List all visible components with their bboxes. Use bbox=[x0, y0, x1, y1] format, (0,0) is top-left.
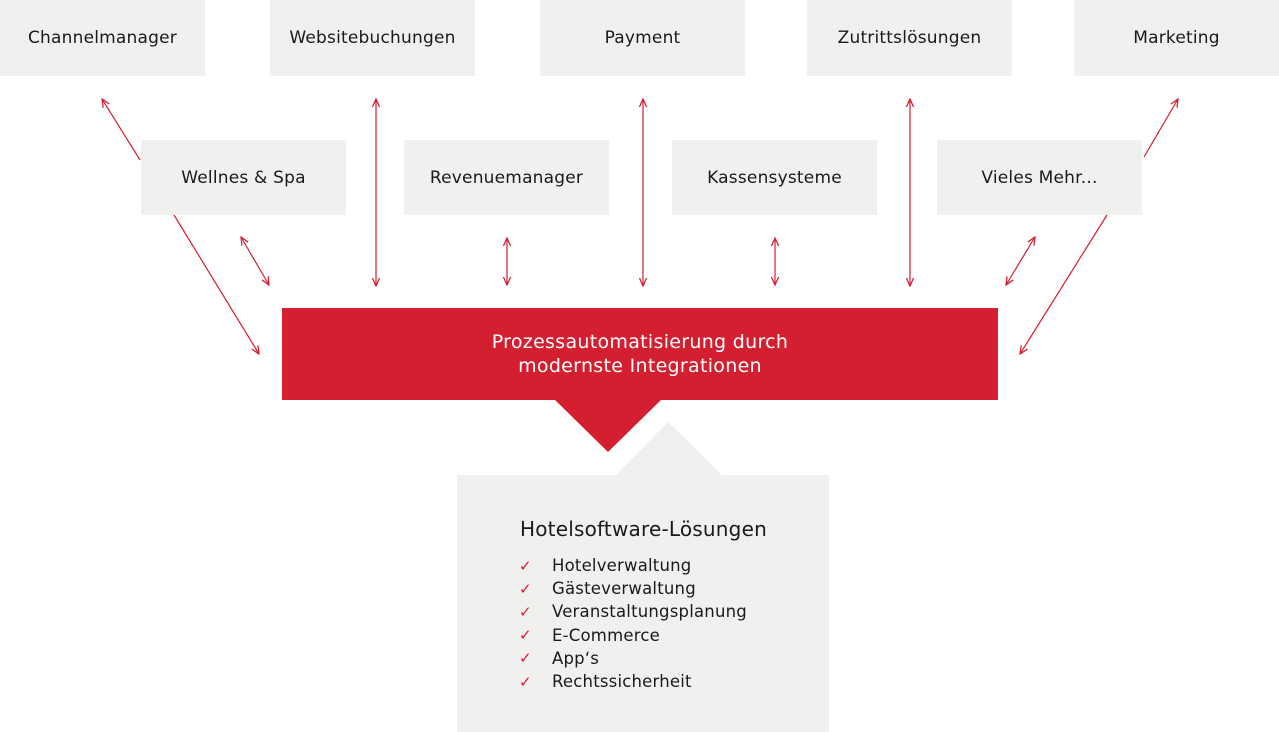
check-icon: ✓ bbox=[519, 626, 532, 645]
integration-box-revenuemanager: Revenuemanager bbox=[404, 140, 609, 215]
integration-label: Revenuemanager bbox=[429, 167, 584, 188]
integration-box-vieles-mehr: Vieles Mehr... bbox=[937, 140, 1142, 215]
arrow-marketing-upper bbox=[1143, 99, 1178, 158]
integration-box-websitebuchungen: Websitebuchungen bbox=[270, 0, 475, 76]
arrow-vieles-mehr bbox=[1006, 237, 1035, 285]
integration-box-payment: Payment bbox=[540, 0, 745, 76]
list-item: ✓ E-Commerce bbox=[519, 624, 747, 647]
result-list: ✓ Hotelverwaltung ✓ Gästeverwaltung ✓ Veran… bbox=[519, 554, 747, 693]
integration-label: Websitebuchungen bbox=[289, 28, 456, 48]
arrow-channelmanager-lower bbox=[173, 214, 259, 354]
integration-label: Vieles Mehr... bbox=[981, 167, 1098, 188]
check-icon: ✓ bbox=[519, 579, 532, 598]
result-box: Hotelsoftware-Lösungen ✓ Hotelverwaltung … bbox=[457, 475, 829, 732]
integration-label: Marketing bbox=[1133, 28, 1220, 48]
integration-label: Zutrittslösungen bbox=[837, 28, 982, 48]
list-item: ✓ App‘s bbox=[519, 647, 747, 670]
list-item: ✓ Rechtssicherheit bbox=[519, 670, 747, 693]
arrow-marketing-lower bbox=[1020, 214, 1108, 354]
list-item-label: Rechtssicherheit bbox=[552, 672, 692, 692]
arrow-wellness-spa bbox=[241, 237, 269, 285]
arrow-channelmanager-upper bbox=[102, 99, 141, 161]
integration-label: Channelmanager bbox=[27, 28, 177, 48]
integration-label: Kassensysteme bbox=[707, 167, 842, 188]
integration-box-marketing: Marketing bbox=[1074, 0, 1279, 76]
process-title-line2: modernste Integrationen bbox=[518, 355, 762, 377]
list-item-label: Hotelverwaltung bbox=[552, 556, 692, 576]
list-item: ✓ Veranstaltungsplanung bbox=[519, 600, 747, 623]
check-icon: ✓ bbox=[519, 556, 532, 575]
list-item-label: Veranstaltungsplanung bbox=[552, 602, 747, 622]
list-item: ✓ Gästeverwaltung bbox=[519, 577, 747, 600]
process-title-line1: Prozessautomatisierung durch bbox=[491, 331, 789, 353]
list-item-label: E-Commerce bbox=[552, 625, 660, 645]
integration-label: Payment bbox=[604, 28, 681, 48]
list-item-label: App‘s bbox=[552, 648, 600, 668]
integration-box-channelmanager: Channelmanager bbox=[0, 0, 205, 76]
result-notch bbox=[615, 422, 723, 476]
process-automation-box: Prozessautomatisierung durch modernste I… bbox=[282, 308, 998, 400]
funnel-tip bbox=[554, 399, 662, 452]
integration-label: Wellnes & Spa bbox=[181, 167, 306, 188]
check-icon: ✓ bbox=[519, 649, 532, 668]
check-icon: ✓ bbox=[519, 602, 532, 621]
list-item: ✓ Hotelverwaltung bbox=[519, 554, 747, 577]
check-icon: ✓ bbox=[519, 672, 532, 691]
integration-box-kassensysteme: Kassensysteme bbox=[672, 140, 877, 215]
integration-box-zutrittsloesungen: Zutrittslösungen bbox=[807, 0, 1012, 76]
integration-box-wellness-spa: Wellnes & Spa bbox=[141, 140, 346, 215]
result-title: Hotelsoftware-Lösungen bbox=[520, 517, 767, 541]
list-item-label: Gästeverwaltung bbox=[552, 579, 696, 599]
